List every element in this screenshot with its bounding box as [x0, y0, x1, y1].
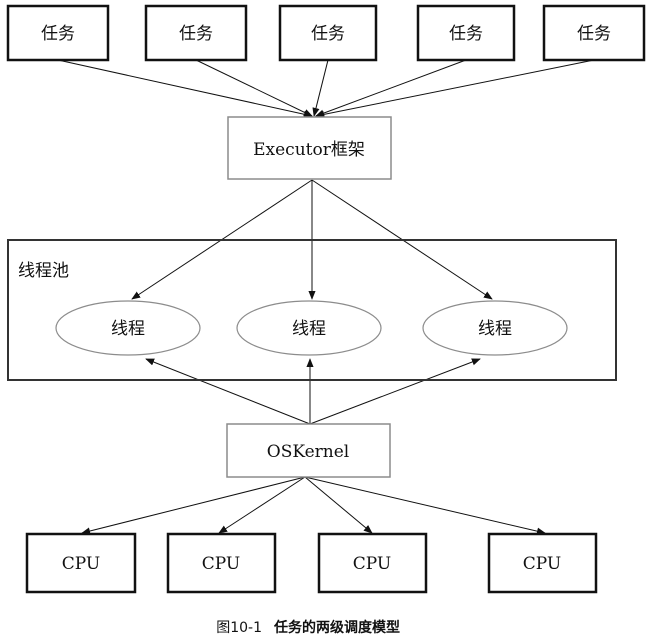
cpu-row: CPU CPU CPU CPU — [25, 532, 598, 594]
executor-node: Executor框架 — [227, 116, 392, 180]
thread-pool-label: 线程池 — [18, 261, 69, 281]
task-row: 任务 任务 任务 任务 任务 — [6, 4, 646, 62]
task-label: 任务 — [577, 24, 611, 44]
edge-kernel-cpu-2 — [218, 476, 306, 534]
thread-label: 线程 — [478, 319, 512, 339]
executor-label: Executor框架 — [253, 140, 365, 160]
kernel-to-thread-edges — [145, 358, 481, 425]
cpu-node: CPU — [317, 532, 428, 594]
task-to-executor-edges — [57, 59, 595, 118]
thread-node: 线程 — [422, 300, 568, 356]
task-node: 任务 — [144, 4, 248, 62]
task-label: 任务 — [449, 24, 483, 44]
caption-title: 任务的两级调度模型 — [273, 619, 400, 636]
edge-task-3-executor — [312, 59, 329, 117]
thread-label: 线程 — [111, 319, 145, 339]
cpu-node: CPU — [487, 532, 598, 594]
edge-kernel-cpu-3 — [304, 476, 373, 534]
task-label: 任务 — [179, 24, 213, 44]
thread-label: 线程 — [292, 319, 326, 339]
task-label: 任务 — [311, 24, 345, 44]
kernel-node: OSKernel — [226, 423, 391, 478]
cpu-node: CPU — [25, 532, 137, 594]
edge-task-5-executor — [315, 59, 595, 118]
kernel-to-cpu-edges — [81, 476, 546, 535]
cpu-label: CPU — [523, 554, 561, 574]
cpu-node: CPU — [166, 532, 277, 594]
task-node: 任务 — [542, 4, 646, 62]
edge-kernel-cpu-4 — [304, 476, 546, 535]
thread-pool: 线程池 线程 线程 线程 — [7, 239, 617, 381]
cpu-label: CPU — [62, 554, 100, 574]
edge-kernel-thread-1 — [145, 358, 311, 425]
thread-node: 线程 — [236, 300, 382, 356]
edge-kernel-thread-3 — [309, 358, 481, 425]
cpu-label: CPU — [353, 554, 391, 574]
task-label: 任务 — [41, 24, 75, 44]
cpu-label: CPU — [202, 554, 240, 574]
task-node: 任务 — [6, 4, 110, 62]
caption-number: 图10-1 — [216, 620, 262, 636]
thread-node: 线程 — [55, 300, 201, 356]
edge-kernel-cpu-1 — [81, 476, 306, 535]
edge-task-1-executor — [57, 59, 313, 118]
edge-task-4-executor — [315, 59, 467, 117]
edge-task-2-executor — [195, 59, 313, 117]
figure-caption: 图10-1 任务的两级调度模型 — [216, 619, 400, 636]
task-node: 任务 — [278, 4, 378, 62]
kernel-label: OSKernel — [267, 442, 349, 462]
task-node: 任务 — [416, 4, 516, 62]
